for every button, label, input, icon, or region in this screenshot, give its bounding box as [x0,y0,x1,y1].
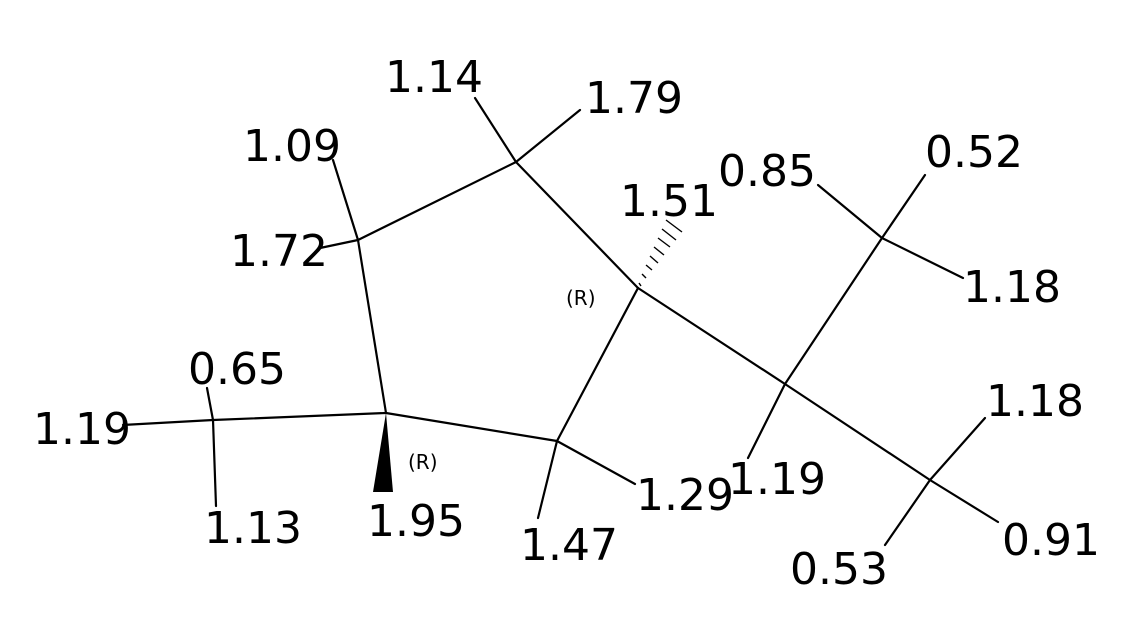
bond [211,411,388,422]
atom-label: 1.18 [986,376,1084,427]
atom-label: 1.19 [33,404,131,455]
stereo-labels: (R) (R) [408,286,596,474]
bond [205,386,215,422]
bond [211,418,218,508]
bond [816,183,884,240]
stereo-label: (R) [408,450,438,474]
hash-line [661,228,677,241]
atom-label: 1.13 [204,503,302,554]
hash-line [638,282,642,287]
atom-label: 1.72 [230,226,328,277]
bond [555,286,640,443]
atom-label: 0.91 [1002,515,1100,566]
bond [783,382,932,482]
atom-label: 0.52 [925,127,1023,178]
atom-label: 1.47 [520,520,618,571]
bond [331,158,360,242]
bond [783,236,884,386]
bond [880,173,927,240]
atom-label: 1.95 [367,496,465,547]
bond [636,286,787,386]
bond [384,411,559,443]
bond-lines [121,96,1000,547]
atom-label: 0.53 [790,544,888,595]
bond [928,478,1000,524]
bond [514,160,640,290]
hash-line [641,273,647,279]
hashed-wedge-bond [638,219,683,287]
bond [514,108,582,164]
bond [746,382,787,460]
bond [883,478,932,547]
atom-label: 1.29 [636,470,734,521]
bond [928,416,987,482]
bond [318,238,360,250]
hash-line [649,255,659,264]
atom-labels: 1.14 1.79 1.09 1.72 0.85 0.52 1.51 1.18 … [33,52,1100,595]
atom-label: 1.09 [243,121,341,172]
atom-label: 0.85 [718,146,816,197]
atom-label: 0.65 [188,344,286,395]
bond [121,418,215,427]
atom-label: 1.51 [620,176,718,227]
atom-label: 1.14 [385,52,483,103]
atom-label: 1.19 [728,454,826,505]
hash-line [653,246,665,256]
atom-label: 1.18 [963,262,1061,313]
hash-line [657,237,671,248]
stereo-label: (R) [566,286,596,310]
hash-line [665,219,683,233]
bond [356,238,388,415]
atom-label: 1.79 [585,73,683,124]
bond [880,236,965,280]
bond [473,96,518,164]
bond [536,439,559,520]
hash-line [645,264,653,271]
bond [555,439,637,486]
solid-wedge-bond [373,413,393,492]
bond [356,160,518,242]
